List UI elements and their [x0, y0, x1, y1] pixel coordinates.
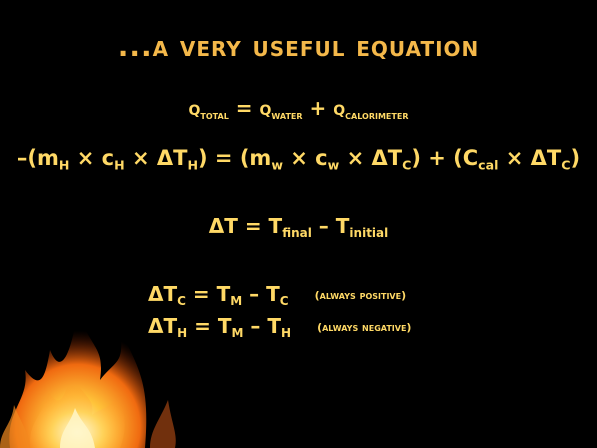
equation-delta-tc: ΔTC = TM – TC(always positive)	[148, 282, 407, 309]
equation-delta-th: ΔTH = TM – TH(always negative)	[148, 314, 412, 341]
equation-heat-balance: –(mH × cH × ΔTH) = (mw × cw × ΔTC) + (Cc…	[16, 146, 581, 173]
flame-image	[0, 290, 200, 448]
slide-title: ...a very useful equation	[117, 30, 480, 63]
note-always-positive: (always positive)	[314, 289, 407, 302]
equation-q-total: qtotal = qwater + qcalorimeter	[188, 96, 409, 123]
note-always-negative: (always negative)	[317, 321, 412, 334]
flame-icon	[0, 310, 176, 448]
equation-delta-t: ΔT = Tfinal – Tinitial	[208, 214, 389, 241]
